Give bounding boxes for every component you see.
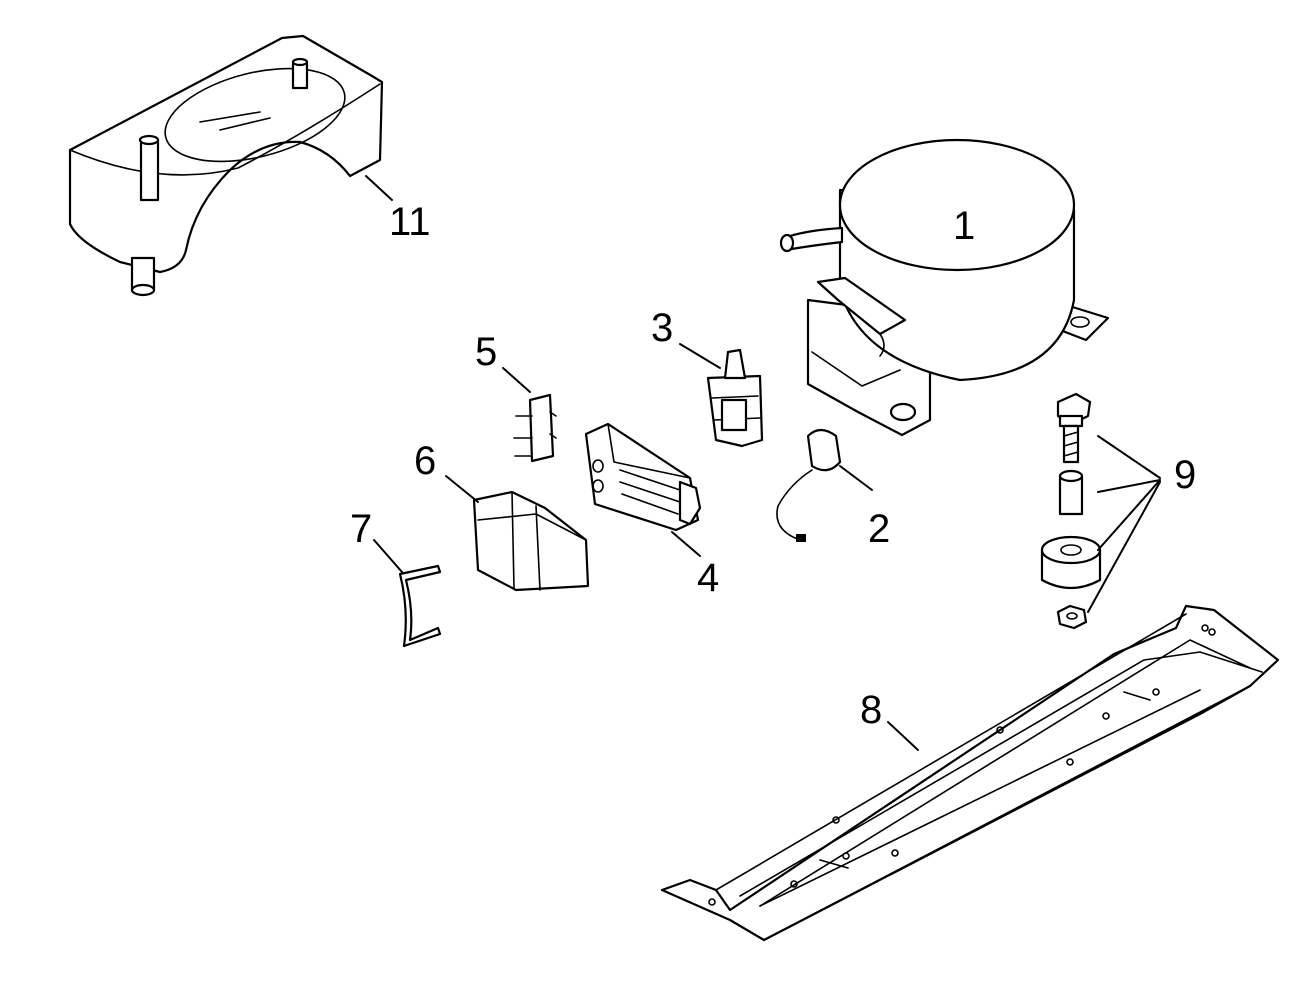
clip-part xyxy=(513,393,557,463)
overload-protector-part xyxy=(776,428,842,542)
terminal-cover-part xyxy=(584,422,702,532)
callout-6: 6 xyxy=(414,439,436,483)
callout-5: 5 xyxy=(475,330,497,374)
callout-11: 11 xyxy=(389,200,431,244)
drip-tray-part xyxy=(68,34,384,297)
relay-part xyxy=(706,348,764,448)
callout-9: 9 xyxy=(1174,453,1196,497)
retainer-wire-part xyxy=(398,564,442,648)
mounting-hardware-part xyxy=(1040,392,1102,630)
callout-4: 4 xyxy=(697,556,719,600)
callout-3: 3 xyxy=(651,306,673,350)
callout-2: 2 xyxy=(868,507,890,551)
base-plate-part xyxy=(660,604,1280,942)
compressor-part xyxy=(779,138,1110,437)
callout-1: 1 xyxy=(953,204,975,248)
callout-8: 8 xyxy=(860,688,882,732)
cover-part xyxy=(472,490,590,592)
callout-7: 7 xyxy=(350,507,372,551)
